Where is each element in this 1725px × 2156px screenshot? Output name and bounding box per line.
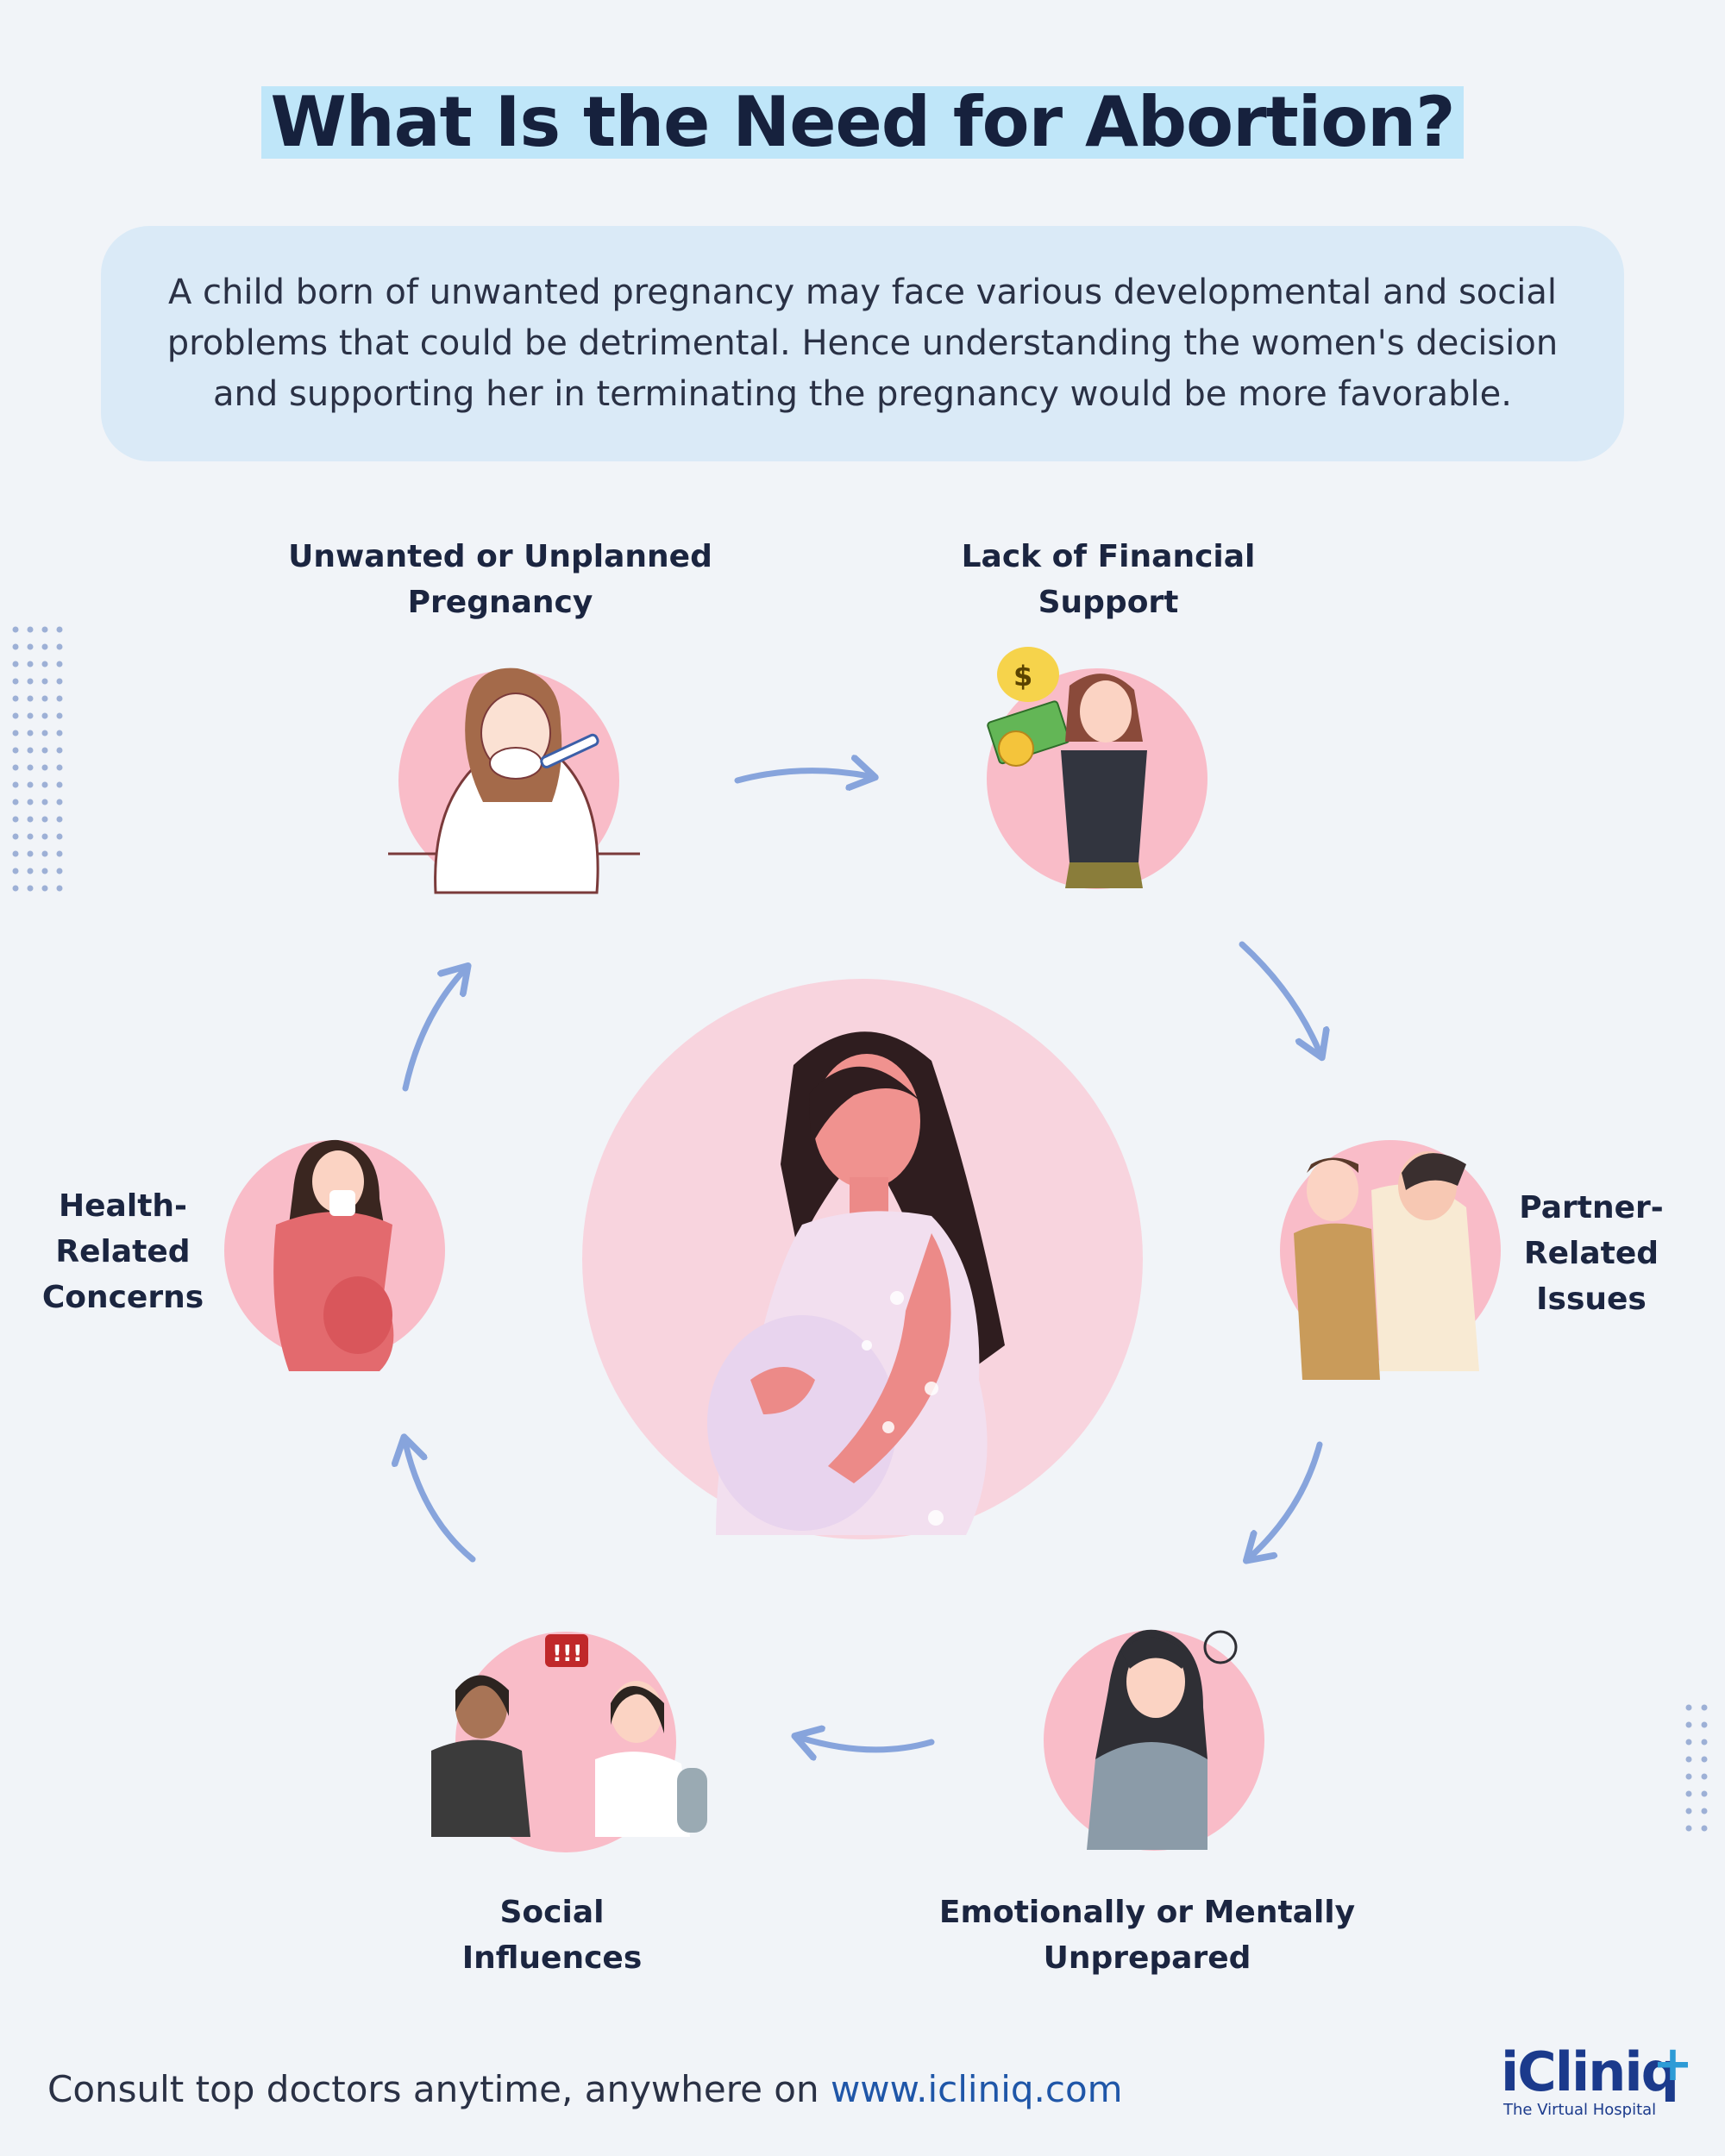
decorative-dots-right bbox=[1685, 1704, 1708, 1832]
label-line: Partner- bbox=[1519, 1190, 1664, 1225]
label-line: Related bbox=[1523, 1236, 1659, 1271]
label-financial-support: Lack of Financial Support bbox=[936, 534, 1281, 625]
label-line: Concerns bbox=[41, 1280, 204, 1315]
label-line: Support bbox=[1038, 585, 1179, 620]
label-line: Pregnancy bbox=[407, 585, 593, 620]
worried-woman-with-money-icon: $ bbox=[987, 647, 1208, 889]
label-line: Issues bbox=[1536, 1282, 1647, 1317]
decorative-dots-left bbox=[12, 626, 63, 892]
label-line: Influences bbox=[461, 1940, 643, 1976]
label-line: Related bbox=[55, 1234, 191, 1269]
arrow-icon bbox=[1251, 1441, 1323, 1557]
footer-text: Consult top doctors anytime, anywhere on bbox=[47, 2068, 831, 2110]
label-line: Social bbox=[499, 1895, 605, 1930]
arrow-icon bbox=[405, 1443, 476, 1563]
icliniq-logo[interactable]: iCliniq + The Virtual Hospital bbox=[1501, 2040, 1693, 2122]
crying-pregnant-woman-icon bbox=[1044, 1629, 1264, 1851]
label-line: Emotionally or Mentally bbox=[938, 1895, 1356, 1930]
people-arguing-icon: !!! bbox=[431, 1632, 707, 1852]
logo-tagline: The Virtual Hospital bbox=[1503, 2101, 1657, 2119]
footer-link[interactable]: www.icliniq.com bbox=[830, 2068, 1123, 2110]
speech-badge-text: !!! bbox=[552, 1641, 583, 1667]
pregnant-woman-icon bbox=[582, 979, 1143, 1539]
intro-box: A child born of unwanted pregnancy may f… bbox=[101, 226, 1624, 461]
sick-pregnant-woman-icon bbox=[224, 1139, 445, 1371]
arrow-icon bbox=[402, 970, 464, 1092]
label-line: Health- bbox=[59, 1188, 187, 1224]
logo-plus-icon: + bbox=[1653, 2036, 1693, 2092]
page-title: What Is the Need for Abortion? bbox=[261, 86, 1464, 159]
label-line: Lack of Financial bbox=[961, 539, 1256, 574]
label-line: Unprepared bbox=[1043, 1940, 1251, 1976]
cycle-arrows bbox=[405, 771, 1320, 1750]
arguing-couple-icon bbox=[1280, 1140, 1501, 1380]
label-unwanted-pregnancy: Unwanted or Unplanned Pregnancy bbox=[285, 534, 716, 625]
label-social-influences: Social Influences bbox=[423, 1890, 681, 1981]
arrow-icon bbox=[800, 1738, 935, 1750]
svg-text:$: $ bbox=[1013, 660, 1032, 693]
arrow-icon bbox=[1239, 941, 1320, 1052]
arrow-icon bbox=[734, 771, 869, 780]
label-line: Unwanted or Unplanned bbox=[288, 539, 712, 574]
intro-text: A child born of unwanted pregnancy may f… bbox=[166, 273, 1559, 414]
label-emotionally-unprepared: Emotionally or Mentally Unprepared bbox=[932, 1890, 1363, 1981]
label-health-concerns: Health- Related Concerns bbox=[34, 1183, 211, 1320]
title-wrapper: What Is the Need for Abortion? bbox=[0, 86, 1725, 159]
footer: Consult top doctors anytime, anywhere on… bbox=[47, 2068, 1123, 2110]
crying-woman-with-test-icon bbox=[388, 667, 640, 894]
logo-name: iCliniq bbox=[1501, 2040, 1679, 2103]
label-partner-issues: Partner- Related Issues bbox=[1505, 1185, 1678, 1322]
